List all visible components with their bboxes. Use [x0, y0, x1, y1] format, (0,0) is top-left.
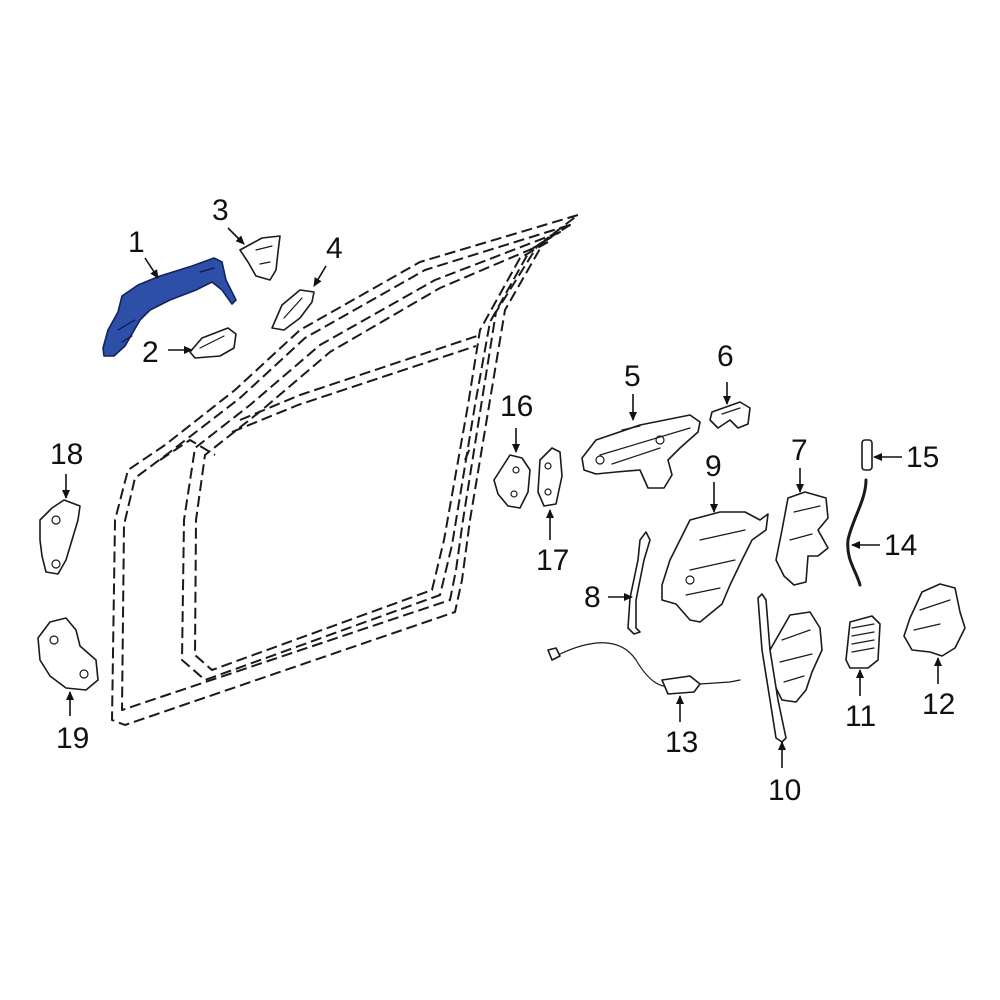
callout-6[interactable]: 6	[717, 340, 734, 373]
callout-11[interactable]: 11	[845, 700, 876, 733]
part-16-striker[interactable]	[493, 454, 531, 509]
part-19-lower-hinge[interactable]	[37, 617, 99, 691]
callout-7[interactable]: 7	[791, 434, 808, 467]
callout-16[interactable]: 16	[500, 390, 533, 423]
part-8-lock-rod[interactable]	[627, 531, 651, 635]
callout-14[interactable]: 14	[884, 529, 917, 562]
part-3-handle-cap[interactable]	[239, 235, 281, 281]
part-1-outside-door-handle[interactable]	[102, 257, 237, 357]
part-9-latch-shield[interactable]	[661, 511, 769, 623]
callout-13[interactable]: 13	[665, 726, 698, 759]
callout-leaders	[62, 227, 942, 768]
part-4-handle-gasket[interactable]	[271, 289, 315, 331]
part-6-clip[interactable]	[709, 401, 751, 429]
callout-9[interactable]: 9	[705, 450, 722, 483]
callout-3[interactable]: 3	[212, 194, 229, 227]
callout-2[interactable]: 2	[142, 336, 159, 369]
callout-labels: 1 2 3 4 5 6 7 8 9 10 11 12 13 14 15 16 1…	[50, 194, 955, 807]
callout-15[interactable]: 15	[906, 441, 939, 474]
part-5-handle-bracket[interactable]	[581, 414, 701, 489]
part-12-lock-module[interactable]	[903, 583, 966, 657]
callout-18[interactable]: 18	[50, 438, 83, 471]
callout-19[interactable]: 19	[56, 722, 89, 755]
part-15-pin[interactable]	[861, 439, 873, 471]
callout-5[interactable]: 5	[624, 360, 641, 393]
callout-10[interactable]: 10	[768, 774, 801, 807]
part-7-bracket[interactable]	[775, 491, 829, 586]
part-11-lock-actuator[interactable]	[845, 615, 881, 669]
callout-8[interactable]: 8	[584, 581, 601, 614]
part-14-link-rod[interactable]	[846, 478, 868, 587]
callout-4[interactable]: 4	[326, 232, 343, 265]
part-2-handle-pad[interactable]	[189, 327, 237, 359]
callout-17[interactable]: 17	[536, 544, 569, 577]
part-10-door-latch[interactable]	[757, 593, 823, 743]
part-18-upper-hinge[interactable]	[39, 499, 81, 575]
part-17-shim[interactable]	[537, 447, 563, 507]
callout-12[interactable]: 12	[922, 688, 955, 721]
door-frame	[111, 214, 579, 726]
callout-1[interactable]: 1	[128, 226, 145, 259]
part-13-release-cable[interactable]	[547, 642, 741, 695]
